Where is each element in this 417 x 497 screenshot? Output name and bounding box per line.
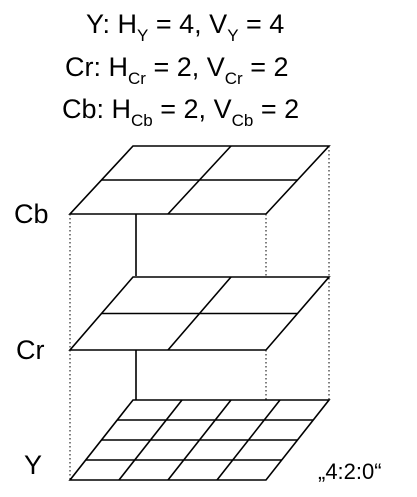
svg-text:Cr: HCr = 2, VCr = 2: Cr: HCr = 2, VCr = 2: [65, 52, 289, 88]
plane-y: [68, 399, 331, 481]
formula-prefix: Cr:: [65, 52, 109, 82]
plane-label-y: Y: [24, 450, 42, 480]
subsampling-scheme-label: „4:2:0“: [318, 459, 382, 484]
svg-text:Cb: HCb = 2, VCb = 2: Cb: HCb = 2, VCb = 2: [62, 94, 299, 130]
formula-prefix: Cb:: [62, 94, 112, 124]
plane-cr: [68, 276, 331, 351]
plane-cb: [68, 145, 331, 215]
formula-line-cr: Cr: HCr = 2, VCr = 2: [65, 52, 289, 88]
svg-text:Y: HY = 4, VY = 4: Y: HY = 4, VY = 4: [86, 9, 284, 45]
formula-line-y: Y: HY = 4, VY = 4: [86, 9, 284, 45]
plane-label-cr: Cr: [16, 335, 45, 365]
planes-group: [68, 145, 331, 481]
formula-prefix: Y:: [86, 9, 118, 39]
formula-line-cb: Cb: HCb = 2, VCb = 2: [62, 94, 299, 130]
plane-label-cb: Cb: [14, 199, 49, 229]
